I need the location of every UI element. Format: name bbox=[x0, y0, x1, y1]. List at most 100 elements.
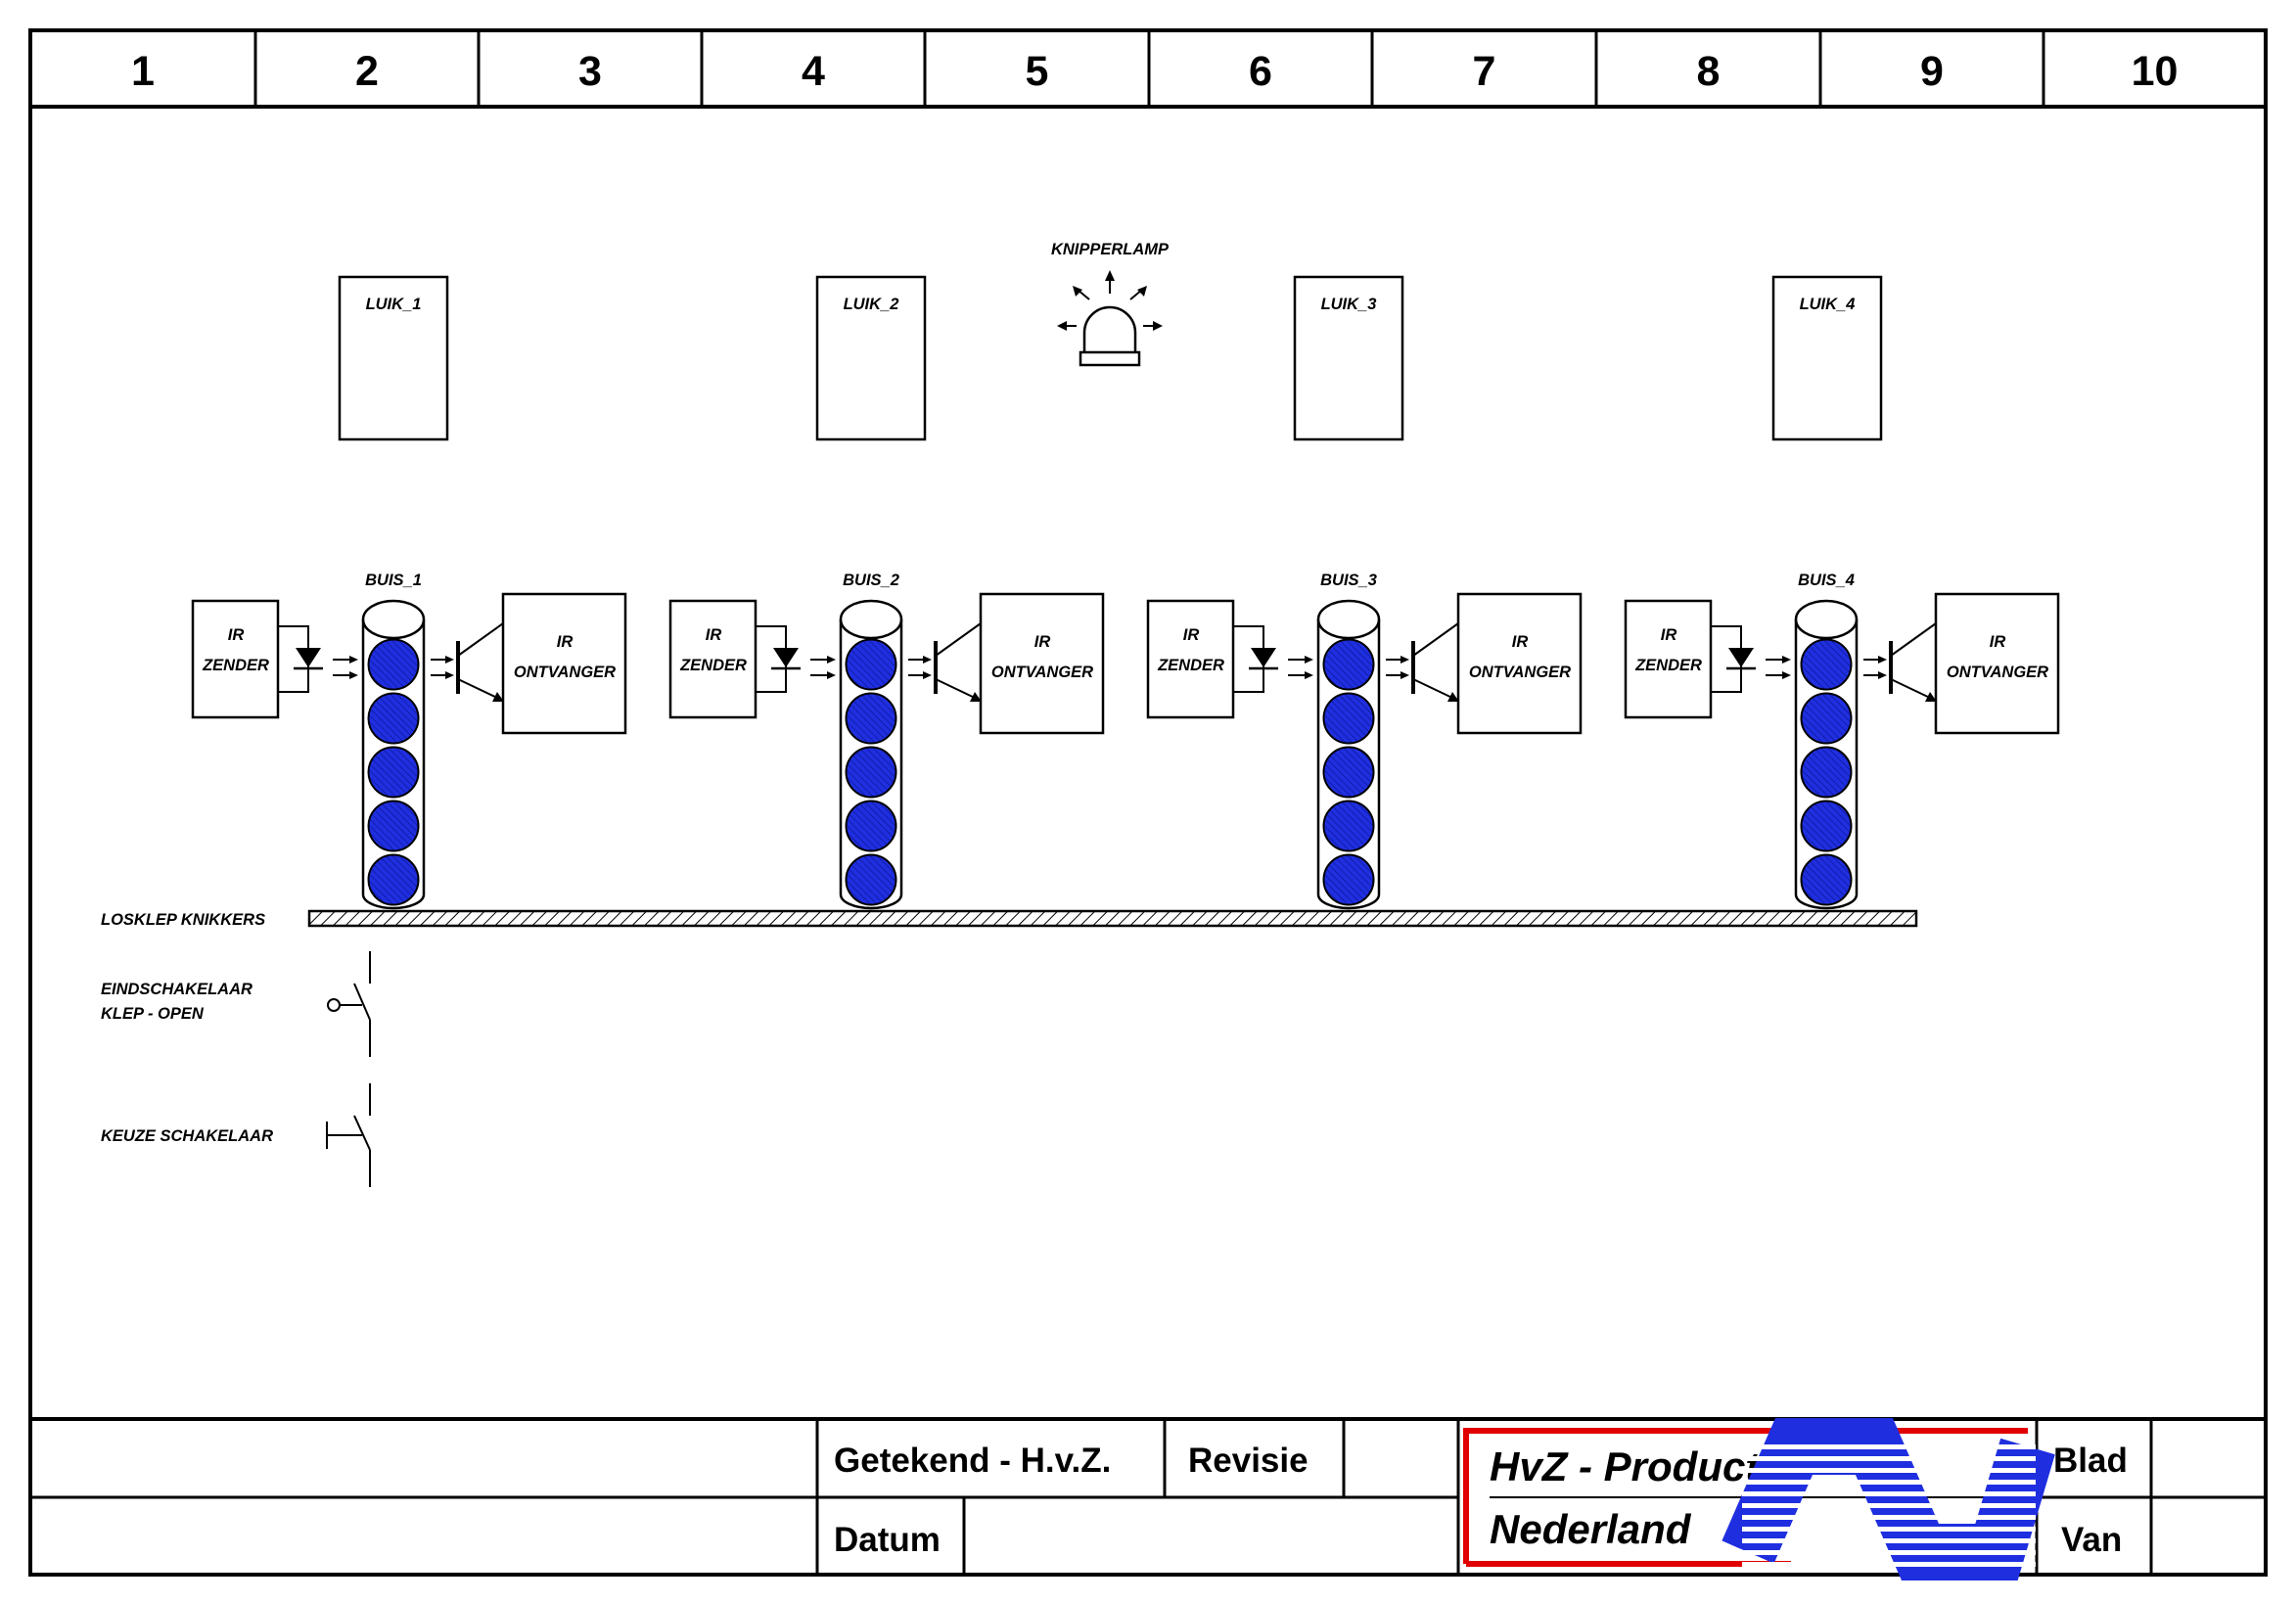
marble bbox=[1800, 800, 1853, 852]
marble bbox=[1800, 692, 1853, 745]
column-number: 1 bbox=[131, 48, 155, 95]
ir-sender-label: ZENDER bbox=[202, 657, 269, 674]
hatch-box bbox=[338, 275, 449, 441]
ir-receiver-label: ONTVANGER bbox=[1947, 664, 2048, 681]
column-number: 10 bbox=[2132, 48, 2179, 95]
phototransistor-icon bbox=[1386, 622, 1459, 702]
column-dividers bbox=[253, 30, 2045, 107]
hatch-box bbox=[1771, 275, 1883, 441]
ir-receiver-label: ONTVANGER bbox=[514, 664, 616, 681]
detection-unit-3: IR ZENDER BUIS_3IR ONTVANGER bbox=[1146, 572, 1583, 910]
limit-switch-label-1: EINDSCHAKELAAR bbox=[101, 981, 253, 998]
ir-receiver-label: IR bbox=[557, 633, 574, 651]
column-number: 5 bbox=[1026, 48, 1049, 95]
tube-label: BUIS_3 bbox=[1320, 572, 1377, 589]
column-numbers: 1 2 3 4 5 6 7 8 9 10 bbox=[131, 48, 2178, 95]
column-number: 3 bbox=[578, 48, 602, 95]
company-logo: HvZ - Product Nederland bbox=[1463, 1418, 2055, 1580]
marble bbox=[367, 746, 420, 799]
marble bbox=[1322, 692, 1375, 745]
flash-lamp: KNIPPERLAMP bbox=[1051, 241, 1170, 367]
ir-sender-label: ZENDER bbox=[1634, 657, 1702, 674]
marble bbox=[1322, 746, 1375, 799]
logo-wave-band bbox=[1722, 1418, 2055, 1580]
ir-receiver-label: ONTVANGER bbox=[1469, 664, 1571, 681]
hatch-label: LUIK_2 bbox=[844, 296, 899, 313]
phototransistor-icon bbox=[908, 622, 982, 702]
valve: LOSKLEP KNIKKERS bbox=[101, 909, 1918, 929]
tube-label: BUIS_2 bbox=[843, 572, 899, 589]
ir-sender-box bbox=[668, 599, 758, 719]
ir-receiver-label: IR bbox=[1990, 633, 2006, 651]
marble bbox=[1322, 800, 1375, 852]
detection-unit-4: IR ZENDER BUIS_4IR ONTVANGER bbox=[1624, 572, 2060, 910]
marble bbox=[845, 638, 897, 691]
column-number: 2 bbox=[355, 48, 379, 95]
marble bbox=[1322, 853, 1375, 906]
marble bbox=[845, 853, 897, 906]
hatch-1: LUIK_1 bbox=[338, 275, 449, 441]
ir-receiver-label: IR bbox=[1034, 633, 1051, 651]
revision-label: Revisie bbox=[1188, 1442, 1309, 1480]
marble bbox=[845, 800, 897, 852]
hatch-label: LUIK_4 bbox=[1800, 296, 1856, 313]
marble bbox=[367, 692, 420, 745]
ir-sender-label: IR bbox=[1661, 626, 1677, 644]
ir-receiver-label: IR bbox=[1512, 633, 1529, 651]
ir-led-icon bbox=[1711, 625, 1791, 693]
ir-sender-box bbox=[1146, 599, 1235, 719]
company-name-line2: Nederland bbox=[1490, 1506, 1692, 1552]
logo-wave-icon bbox=[1722, 1418, 2055, 1580]
hatch-box bbox=[1293, 275, 1404, 441]
sheet-border bbox=[28, 28, 2268, 1577]
tube bbox=[361, 599, 426, 910]
sheet-label: Blad bbox=[2053, 1442, 2128, 1480]
hatch-label: LUIK_3 bbox=[1321, 296, 1377, 313]
column-number: 8 bbox=[1697, 48, 1721, 95]
ir-sender-label: IR bbox=[1183, 626, 1200, 644]
limit-switch-label-2: KLEP - OPEN bbox=[101, 1005, 205, 1023]
selector-switch-label: KEUZE SCHAKELAAR bbox=[101, 1127, 273, 1145]
ir-led-icon bbox=[278, 625, 358, 693]
date-label: Datum bbox=[834, 1521, 941, 1559]
ir-receiver-box bbox=[501, 592, 627, 735]
ir-sender-box bbox=[191, 599, 280, 719]
column-number: 9 bbox=[1920, 48, 1944, 95]
ir-sender-label: IR bbox=[706, 626, 722, 644]
limit-switch: EINDSCHAKELAAR KLEP - OPEN bbox=[101, 951, 371, 1057]
marble bbox=[1322, 638, 1375, 691]
column-number: 6 bbox=[1249, 48, 1272, 95]
of-label: Van bbox=[2061, 1521, 2122, 1559]
ir-receiver-box bbox=[1934, 592, 2060, 735]
marble bbox=[845, 692, 897, 745]
hatches: LUIK_1 LUIK_2 LUIK_3 LUIK_4 bbox=[338, 275, 1883, 441]
column-number: 4 bbox=[802, 48, 825, 95]
marble bbox=[367, 638, 420, 691]
marble bbox=[845, 746, 897, 799]
tube bbox=[1794, 599, 1859, 910]
limit-switch-symbol bbox=[327, 951, 371, 1057]
tube-label: BUIS_1 bbox=[365, 572, 422, 589]
ir-sender-label: ZENDER bbox=[1157, 657, 1224, 674]
tube bbox=[1316, 599, 1381, 910]
ir-receiver-label: ONTVANGER bbox=[991, 664, 1093, 681]
hatch-3: LUIK_3 bbox=[1293, 275, 1404, 441]
ir-receiver-box bbox=[1456, 592, 1583, 735]
ir-sender-box bbox=[1624, 599, 1713, 719]
drawn-by-label: Getekend - H.v.Z. bbox=[834, 1442, 1111, 1480]
flash-lamp-label: KNIPPERLAMP bbox=[1051, 241, 1170, 258]
marble bbox=[1800, 638, 1853, 691]
hatch-box bbox=[815, 275, 927, 441]
marble bbox=[1800, 746, 1853, 799]
tube-label: BUIS_4 bbox=[1798, 572, 1855, 589]
column-number: 7 bbox=[1473, 48, 1496, 95]
ir-led-icon bbox=[1233, 625, 1313, 693]
title-block: Getekend - H.v.Z. Revisie Datum Blad Van… bbox=[30, 1417, 2266, 1580]
hatch-4: LUIK_4 bbox=[1771, 275, 1883, 441]
hatch-label: LUIK_1 bbox=[366, 296, 422, 313]
ir-receiver-box bbox=[979, 592, 1105, 735]
phototransistor-icon bbox=[1863, 622, 1937, 702]
tube bbox=[839, 599, 903, 910]
